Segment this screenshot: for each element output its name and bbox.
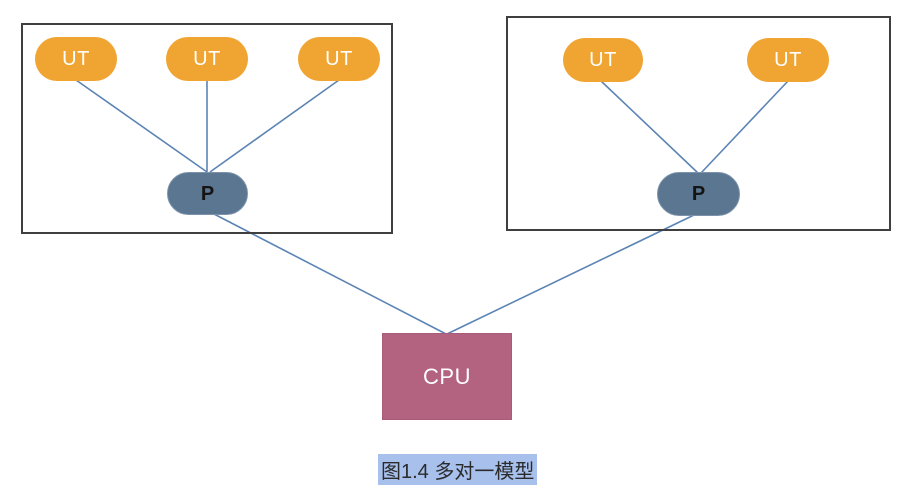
right-user-thread-node-2: UT bbox=[747, 38, 829, 82]
left-process-group-box bbox=[21, 23, 393, 234]
cpu-node: CPU bbox=[382, 333, 512, 420]
right-user-thread-node-1: UT bbox=[563, 38, 643, 82]
figure-caption: 图1.4 多对一模型 bbox=[378, 454, 538, 485]
edge-left-ut3-to-p bbox=[209, 79, 340, 173]
left-user-thread-node-2: UT bbox=[166, 37, 248, 81]
edge-left-ut1-to-p bbox=[75, 79, 208, 173]
left-process-node: P bbox=[167, 172, 248, 215]
right-process-group-box bbox=[506, 16, 891, 231]
edge-left-p-to-cpu bbox=[213, 213, 447, 335]
edge-right-ut2-to-p bbox=[700, 80, 789, 174]
right-process-node: P bbox=[657, 172, 740, 216]
edge-right-p-to-cpu bbox=[446, 214, 695, 335]
edge-right-ut1-to-p bbox=[600, 80, 699, 174]
left-user-thread-node-1: UT bbox=[35, 37, 117, 81]
left-user-thread-node-3: UT bbox=[298, 37, 380, 81]
